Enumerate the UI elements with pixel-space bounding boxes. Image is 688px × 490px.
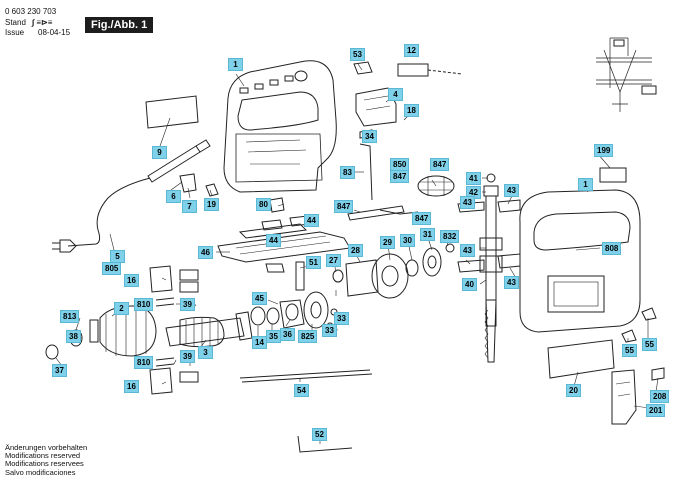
part-tag-43d[interactable]: 43 <box>504 276 519 289</box>
part-number: 0 603 230 703 <box>5 7 57 16</box>
part-tag-34[interactable]: 34 <box>362 130 377 143</box>
part-tag-2[interactable]: 2 <box>114 302 129 315</box>
part-tag-4[interactable]: 4 <box>388 88 403 101</box>
part-tag-6[interactable]: 6 <box>166 190 181 203</box>
part-tag-41[interactable]: 41 <box>466 172 481 185</box>
part-tag-810b[interactable]: 810 <box>134 356 154 369</box>
issue-label: Issue <box>5 28 25 37</box>
footer-notes: Änderungen vorbehalten Modifications res… <box>5 443 88 477</box>
part-tag-39b[interactable]: 39 <box>180 350 195 363</box>
part-tag-80[interactable]: 80 <box>256 198 271 211</box>
power-cable <box>67 177 151 247</box>
part-tag-54[interactable]: 54 <box>294 384 309 397</box>
part-tag-38[interactable]: 38 <box>66 330 81 343</box>
part-tag-847b[interactable]: 847 <box>390 170 410 183</box>
housing-left <box>223 60 337 193</box>
part-tag-832[interactable]: 832 <box>440 230 460 243</box>
part-tag-1[interactable]: 1 <box>228 58 243 71</box>
part-tag-199[interactable]: 199 <box>594 144 614 157</box>
part-tag-847[interactable]: 847 <box>430 158 450 171</box>
part-tag-36[interactable]: 36 <box>280 328 295 341</box>
part-tag-16[interactable]: 16 <box>124 274 139 287</box>
part-tag-35[interactable]: 35 <box>266 330 281 343</box>
part-tag-30[interactable]: 30 <box>400 234 415 247</box>
part-tag-52[interactable]: 52 <box>312 428 327 441</box>
figure-label: Fig./Abb. 1 <box>85 17 154 33</box>
part-tag-29[interactable]: 29 <box>380 236 395 249</box>
part-tag-83[interactable]: 83 <box>340 166 355 179</box>
part-tag-808[interactable]: 808 <box>602 242 622 255</box>
part-tag-201[interactable]: 201 <box>646 404 666 417</box>
part-tag-20[interactable]: 20 <box>566 384 581 397</box>
part-tag-27[interactable]: 27 <box>326 254 341 267</box>
part-tag-847d[interactable]: 847 <box>412 212 432 225</box>
part-tag-51[interactable]: 51 <box>306 256 321 269</box>
part-tag-813[interactable]: 813 <box>60 310 80 323</box>
part-tag-5[interactable]: 5 <box>110 250 125 263</box>
part-tag-9[interactable]: 9 <box>152 146 167 159</box>
part-tag-33[interactable]: 33 <box>334 312 349 325</box>
part-tag-805[interactable]: 805 <box>102 262 122 275</box>
footer-line-es: Salvo modificaciones <box>5 467 76 477</box>
part-tag-850[interactable]: 850 <box>390 158 410 171</box>
plunger <box>485 195 497 327</box>
part-tag-3[interactable]: 3 <box>198 346 213 359</box>
part-tag-44[interactable]: 44 <box>304 214 319 227</box>
part-tag-45[interactable]: 45 <box>252 292 267 305</box>
part-tag-37[interactable]: 37 <box>52 364 67 377</box>
stand-label: Stand <box>5 18 26 27</box>
part-tag-43b[interactable]: 43 <box>460 196 475 209</box>
part-tag-39[interactable]: 39 <box>180 298 195 311</box>
housing-right <box>519 189 641 333</box>
issue-date: 08-04-15 <box>38 28 71 37</box>
part-tag-14[interactable]: 14 <box>252 336 267 349</box>
part-tag-53[interactable]: 53 <box>350 48 365 61</box>
footer-line-de: Änderungen vorbehalten <box>5 443 88 452</box>
footer-line-fr: Modifications reservees <box>5 459 84 469</box>
part-tag-55b[interactable]: 55 <box>642 338 657 351</box>
part-tag-18[interactable]: 18 <box>404 104 419 117</box>
part-tag-28[interactable]: 28 <box>348 244 363 257</box>
part-tag-55[interactable]: 55 <box>622 344 637 357</box>
part-tag-43[interactable]: 43 <box>504 184 519 197</box>
part-tag-16b[interactable]: 16 <box>124 380 139 393</box>
part-tag-19[interactable]: 19 <box>204 198 219 211</box>
part-tag-44b[interactable]: 44 <box>266 234 281 247</box>
part-tag-33b[interactable]: 33 <box>322 324 337 337</box>
part-tag-46[interactable]: 46 <box>198 246 213 259</box>
part-tag-40[interactable]: 40 <box>462 278 477 291</box>
part-tag-810[interactable]: 810 <box>134 298 154 311</box>
part-tag-1b[interactable]: 1 <box>578 178 593 191</box>
part-tag-847c[interactable]: 847 <box>334 200 354 213</box>
part-tag-12[interactable]: 12 <box>404 44 419 57</box>
part-tag-31[interactable]: 31 <box>420 228 435 241</box>
part-tag-43c[interactable]: 43 <box>460 244 475 257</box>
part-tag-7[interactable]: 7 <box>182 200 197 213</box>
footer-line-en: Modifications reserved <box>5 451 81 461</box>
housing-left-grip <box>237 91 319 131</box>
part-tag-825[interactable]: 825 <box>298 330 318 343</box>
stand-marker: ∫ ≡⊳≡ <box>32 18 53 27</box>
armature-core <box>179 316 225 348</box>
part-tag-208[interactable]: 208 <box>650 390 670 403</box>
